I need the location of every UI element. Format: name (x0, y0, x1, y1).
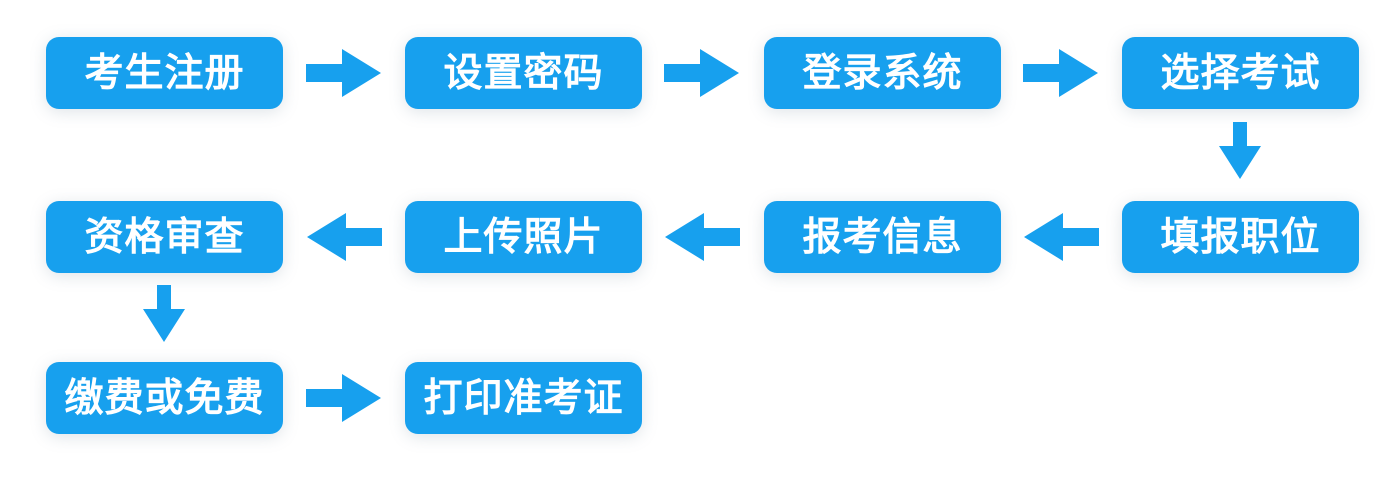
step-set-password: 设置密码 (405, 37, 642, 109)
step-upload-photo: 上传照片 (405, 201, 642, 273)
step-upload-photo-label: 上传照片 (443, 215, 604, 259)
arrow-left-icon (307, 213, 382, 261)
step-login-label: 登录系统 (802, 51, 963, 95)
step-register: 考生注册 (46, 37, 283, 109)
step-register-label: 考生注册 (84, 51, 245, 95)
arrow-right-icon (306, 49, 381, 97)
step-pay-or-free-label: 缴费或免费 (64, 376, 265, 420)
step-application-info: 报考信息 (764, 201, 1001, 273)
step-select-exam: 选择考试 (1122, 37, 1359, 109)
step-print-ticket-label: 打印准考证 (423, 376, 624, 420)
step-fill-position: 填报职位 (1122, 201, 1359, 273)
arrow-right-icon (1023, 49, 1098, 97)
arrow-right-icon (664, 49, 739, 97)
step-print-ticket: 打印准考证 (405, 362, 642, 434)
arrow-left-icon (1024, 213, 1099, 261)
arrow-left-icon (665, 213, 740, 261)
step-qualification-review-label: 资格审查 (84, 215, 245, 259)
arrow-down-icon (143, 285, 185, 342)
step-pay-or-free: 缴费或免费 (46, 362, 283, 434)
step-qualification-review: 资格审查 (46, 201, 283, 273)
step-login: 登录系统 (764, 37, 1001, 109)
arrow-right-icon (306, 374, 381, 422)
step-application-info-label: 报考信息 (802, 215, 963, 259)
step-fill-position-label: 填报职位 (1160, 215, 1321, 259)
step-select-exam-label: 选择考试 (1160, 51, 1321, 95)
step-set-password-label: 设置密码 (443, 51, 604, 95)
arrow-down-icon (1219, 122, 1261, 179)
